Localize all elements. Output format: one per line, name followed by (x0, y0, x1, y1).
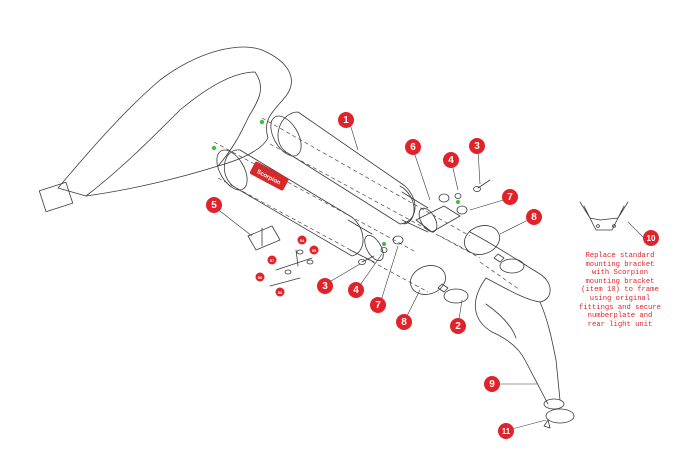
callout-number: 7 (507, 192, 513, 203)
tail-light-block (38, 181, 74, 213)
callout-7: 7 (370, 297, 386, 313)
header-pipe-upper (469, 231, 551, 339)
end-clamp-11 (543, 408, 575, 429)
callout-marker (469, 138, 485, 154)
callout-58: 58 (275, 287, 285, 297)
callout-56: 56 (255, 272, 265, 282)
callout-number: 54 (300, 238, 305, 243)
instruction-note: Replace standard mounting bracket with S… (579, 252, 661, 329)
callout-number: 55 (312, 248, 317, 253)
callout-marker (443, 152, 459, 168)
callout-number: 6 (410, 142, 416, 153)
callout-54: 54 (297, 235, 307, 245)
callout-7: 7 (502, 189, 518, 205)
callout-number: 3 (322, 281, 328, 292)
callout-8: 8 (526, 209, 542, 225)
callout-marker (526, 209, 542, 225)
washer-4-upper (454, 193, 462, 199)
green-mark-3 (456, 200, 460, 204)
callout-number: 5 (211, 200, 217, 211)
callout-4: 4 (348, 282, 364, 298)
green-mark-1 (259, 119, 265, 125)
callout-marker (206, 197, 222, 213)
callout-3: 3 (469, 138, 485, 154)
callout-marker (405, 139, 421, 155)
callout-number: 58 (278, 290, 283, 295)
callout-1: 1 (338, 112, 354, 128)
silencer-logo: Scorpion (249, 161, 289, 191)
callout-number: 57 (270, 258, 275, 263)
callout-9: 9 (484, 376, 500, 392)
callout-marker (498, 423, 514, 439)
green-mark-2 (211, 145, 217, 151)
ring-8-lower (410, 265, 446, 295)
bolt-3-lower (358, 255, 375, 265)
bolt-3-upper (473, 179, 491, 192)
callout-number: 11 (502, 427, 511, 436)
callout-marker (502, 189, 518, 205)
hidden-line-lower-b (217, 177, 429, 293)
hidden-line-lower (213, 141, 417, 253)
bracket-plate-6 (415, 205, 461, 233)
lower-silencer (216, 149, 384, 263)
ring-7-upper (456, 205, 468, 215)
callout-11: 11 (498, 423, 514, 439)
ring-7-lower (392, 235, 404, 245)
callout-marker (317, 278, 333, 294)
callout-number: 9 (489, 379, 495, 390)
callout-marker (484, 376, 500, 392)
bracket-hole-l (596, 224, 600, 228)
callout-number: 7 (375, 300, 381, 311)
callout-57: 57 (267, 255, 277, 265)
callout-8: 8 (396, 314, 412, 330)
hanger-bracket-5 (247, 225, 281, 251)
hidden-line-header (479, 261, 521, 291)
hidden-line-upper (261, 117, 471, 237)
callout-number: 1 (343, 115, 349, 126)
tail-fender-inner (85, 71, 261, 197)
ring-8-upper (464, 225, 500, 255)
callout-number: 8 (531, 212, 537, 223)
clamp-lower (437, 283, 469, 304)
callout-marker (309, 245, 319, 255)
callout-number: 56 (258, 275, 263, 280)
callout-number: 3 (474, 141, 480, 152)
callout-marker (297, 235, 307, 245)
washer-6 (438, 193, 450, 203)
callout-layer: 1 6 4 3 7 8 10 5 3 4 7 8 2 9 11 54 55 57 56 58 (206, 112, 659, 439)
upper-silencer (270, 111, 438, 233)
callout-4: 4 (443, 152, 459, 168)
bracket-hole-r (612, 224, 616, 228)
callout-2: 2 (450, 318, 466, 334)
mounting-bracket-10 (579, 201, 629, 231)
hidden-line-upper-b (269, 143, 481, 259)
callout-6: 6 (405, 139, 421, 155)
callout-marker (255, 272, 265, 282)
callout-marker (275, 287, 285, 297)
callout-10: 10 (643, 230, 659, 246)
callout-marker (338, 112, 354, 128)
callout-number: 2 (455, 321, 461, 332)
small-hardware-group (269, 249, 314, 287)
callout-marker (396, 314, 412, 330)
tail-fender-outline (57, 46, 292, 197)
callout-55: 55 (309, 245, 319, 255)
callout-number: 4 (448, 155, 454, 166)
callout-5: 5 (206, 197, 222, 213)
washer-4-lower (380, 247, 388, 253)
header-pipe-lower (474, 277, 565, 410)
callout-marker (348, 282, 364, 298)
green-mark-4 (382, 242, 386, 246)
callout-number: 8 (401, 317, 407, 328)
callout-3: 3 (317, 278, 333, 294)
callout-marker (370, 297, 386, 313)
callout-number: 4 (353, 285, 359, 296)
callout-marker (267, 255, 277, 265)
callout-marker (450, 318, 466, 334)
callout-number: 10 (647, 234, 656, 243)
clamp-upper (493, 253, 525, 274)
callout-marker (643, 230, 659, 246)
